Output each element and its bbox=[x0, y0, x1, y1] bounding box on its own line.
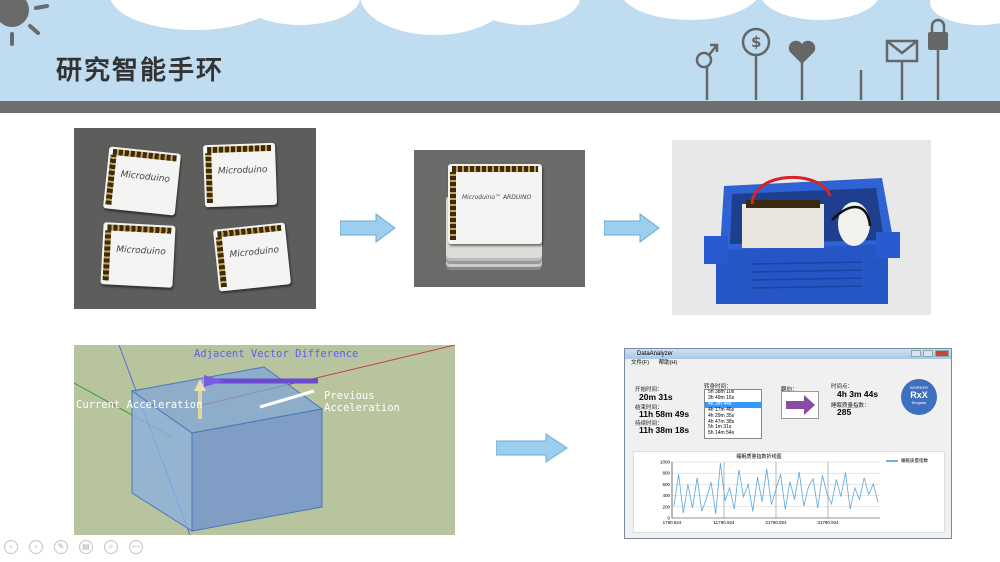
series-line bbox=[673, 463, 879, 515]
maximize-button[interactable] bbox=[923, 350, 933, 357]
x-tick-label: 31790.924 bbox=[817, 520, 839, 525]
boards-photo: Microduino Microduino Microduino Microdu… bbox=[74, 128, 316, 309]
pen-icon: ✎ bbox=[57, 542, 65, 551]
board-4: Microduino bbox=[212, 222, 292, 292]
window-titlebar: DataAnalyzer bbox=[625, 349, 951, 359]
lifestyle-icons: $ bbox=[695, 18, 948, 100]
next-button[interactable]: › bbox=[29, 540, 43, 554]
y-tick-label: 400 bbox=[662, 493, 670, 498]
more-button[interactable]: ••• bbox=[129, 540, 143, 554]
turn-direction-box bbox=[781, 391, 819, 419]
x-tick-label: 21790.924 bbox=[765, 520, 787, 525]
logo-badge: WORKER RxX Kingstar bbox=[901, 379, 937, 415]
y-tick-label: 800 bbox=[662, 471, 670, 476]
list-label: 转身时间： bbox=[704, 384, 732, 390]
y-tick-label: 1000 bbox=[660, 460, 671, 465]
arrow-right-icon-3 bbox=[496, 433, 568, 463]
menu-bar: 文件(F) 帮助(H) bbox=[625, 359, 951, 367]
chart-title: 睡眠质量指数折线图 bbox=[736, 454, 782, 460]
x-tick-label: 11790.924 bbox=[714, 520, 735, 525]
list-item[interactable]: 3h 49m 16s bbox=[708, 394, 735, 401]
slide-title: 研究智能手环 bbox=[56, 56, 225, 86]
legend: 睡眠质量指数 bbox=[886, 458, 928, 464]
start-value: 20m 31s bbox=[639, 392, 673, 402]
zoom-button[interactable]: ⌕ bbox=[104, 540, 118, 554]
y-tick-label: 600 bbox=[662, 482, 670, 487]
duration-value: 11h 38m 18s bbox=[639, 425, 690, 435]
slides-button[interactable]: ▤ bbox=[79, 540, 93, 554]
header-divider bbox=[0, 101, 1000, 113]
board-3: Microduino bbox=[100, 222, 176, 288]
minimize-button[interactable] bbox=[911, 350, 921, 357]
list-item[interactable]: 4h 47m 38s bbox=[708, 418, 735, 425]
board-1: Microduino bbox=[102, 146, 182, 216]
more-icon: ••• bbox=[131, 544, 141, 550]
stacked-boards-photo: Microduino™ ARDUINO bbox=[414, 150, 585, 287]
list-item[interactable]: 5h 38m 10s bbox=[708, 389, 735, 395]
prev-icon: ‹ bbox=[9, 542, 13, 551]
time-value: 4h 3m 44s bbox=[837, 389, 879, 399]
prev-button[interactable]: ‹ bbox=[4, 540, 18, 554]
legend-label: 睡眠质量指数 bbox=[901, 458, 928, 463]
zoom-icon: ⌕ bbox=[108, 542, 114, 551]
time-label: 时间点： bbox=[831, 384, 854, 390]
list-item[interactable]: 4h 17m 46s bbox=[708, 406, 735, 413]
menu-file[interactable]: 文件(F) bbox=[631, 360, 650, 366]
acceleration-scene: Adjacent Vector Difference Current Accel… bbox=[74, 345, 455, 535]
turn-time-list[interactable]: 5h 38m 10s 3h 49m 16s 4h 3m 44s 4h 17m 4… bbox=[704, 389, 762, 439]
turn-arrow-icon bbox=[786, 395, 815, 415]
duration-label: 持续时间： bbox=[635, 421, 663, 427]
enclosure-drawing bbox=[704, 176, 900, 304]
arrow-right-icon bbox=[340, 213, 396, 243]
header-banner: $ bbox=[0, 0, 1000, 103]
x-tick-label: 1790.924 bbox=[663, 520, 682, 525]
menu-help[interactable]: 帮助(H) bbox=[658, 360, 678, 366]
list-item[interactable]: 5h 14m 54s bbox=[708, 430, 735, 437]
slides-icon: ▤ bbox=[82, 542, 90, 551]
label-adjacent-vector: Adjacent Vector Difference bbox=[194, 348, 359, 360]
window-title: DataAnalyzer bbox=[637, 351, 674, 357]
end-label: 结束时间： bbox=[635, 405, 663, 411]
label-current-acceleration: Current Acceleration bbox=[76, 399, 203, 411]
list-item[interactable]: 5h 1m 31s bbox=[708, 424, 732, 431]
end-value: 11h 58m 49s bbox=[639, 409, 690, 419]
data-analyzer-window: DataAnalyzer 文件(F) 帮助(H) 开始时间： 20m 31s 结… bbox=[624, 348, 952, 539]
board-2: Microduino bbox=[202, 142, 278, 208]
list-item[interactable]: 4h 29m 35s bbox=[708, 412, 735, 419]
close-button[interactable] bbox=[935, 350, 949, 357]
index-label: 睡眠质量指数： bbox=[831, 403, 870, 409]
legend-swatch bbox=[886, 460, 898, 462]
board-top: Microduino™ ARDUINO bbox=[448, 164, 542, 244]
pen-button[interactable]: ✎ bbox=[54, 540, 68, 554]
turn-label: 翻向： bbox=[781, 387, 798, 393]
scene-drawing bbox=[74, 345, 455, 535]
enclosure-photo bbox=[672, 140, 931, 315]
arrow-right-icon-2 bbox=[604, 213, 660, 243]
y-tick-label: 200 bbox=[662, 504, 670, 509]
start-label: 开始时间： bbox=[635, 387, 663, 393]
svg-text:$: $ bbox=[751, 33, 761, 51]
label-previous-acceleration: Previous Acceleration bbox=[324, 390, 400, 414]
index-value: 285 bbox=[837, 407, 852, 417]
next-icon: › bbox=[34, 542, 38, 551]
list-item-selected[interactable]: 4h 3m 44s bbox=[705, 401, 761, 408]
chart-axes bbox=[671, 462, 880, 519]
sun-icon bbox=[0, 0, 49, 46]
y-tick-label: 0 bbox=[667, 516, 670, 521]
